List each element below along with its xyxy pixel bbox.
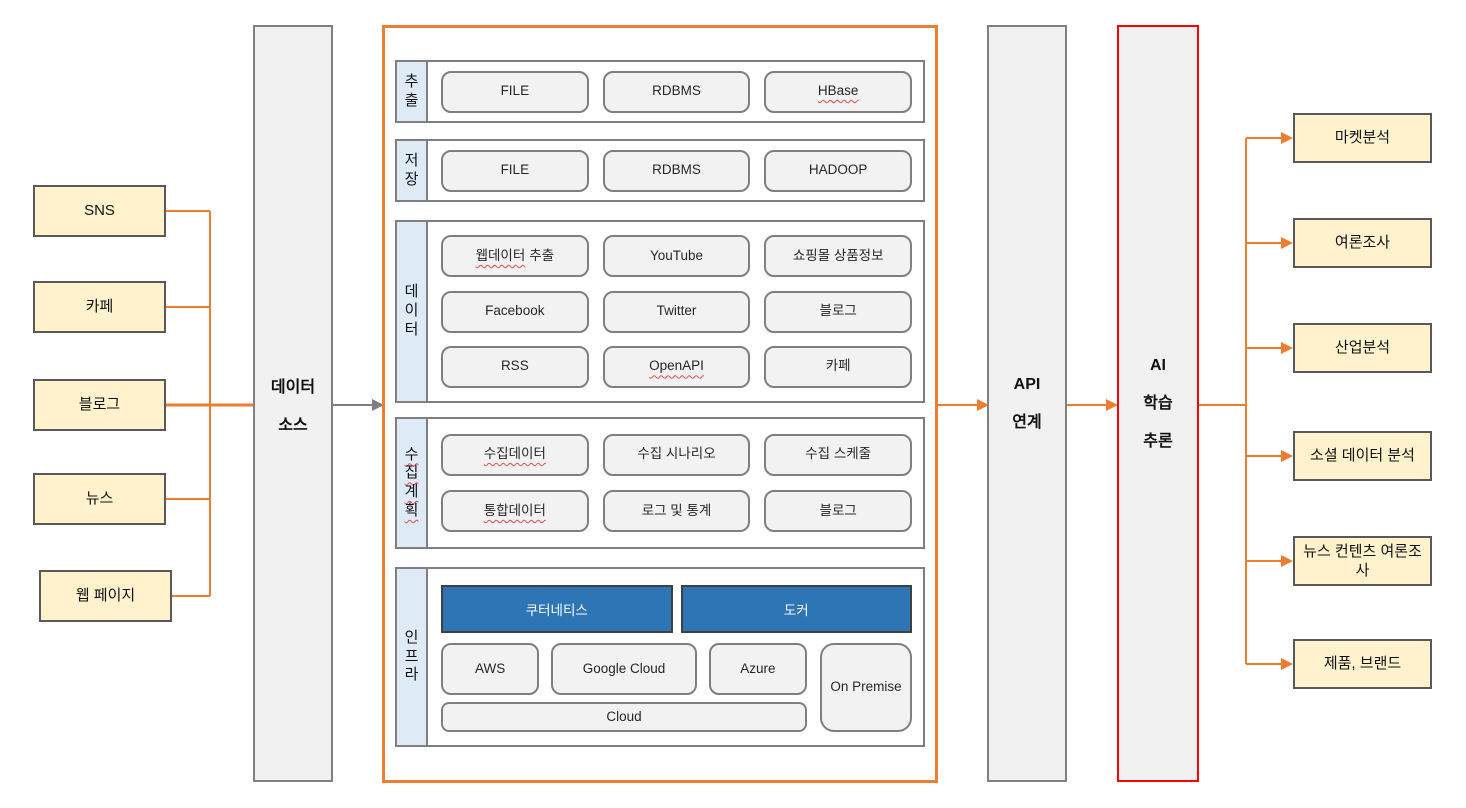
node-blog: 블로그 xyxy=(33,379,166,431)
node-opinion-poll: 여론조사 xyxy=(1293,218,1432,268)
chip-extract-hbase: HBase xyxy=(764,70,912,113)
chip-kubernetes: 쿠터네티스 xyxy=(441,585,673,633)
chip-store-file: FILE xyxy=(441,149,589,192)
ai-label-line2: 학습 xyxy=(1143,394,1173,412)
chip-collection-scenario: 수집 시나리오 xyxy=(602,433,751,476)
chip-shopping-product-info: 쇼핑몰 상품정보 xyxy=(764,235,912,278)
chip-store-hadoop: HADOOP xyxy=(764,149,912,192)
chip-web-data-extract-word1: 웹데이터 xyxy=(475,247,526,263)
chip-collected-data: 수집데이터 xyxy=(441,433,589,476)
chip-docker: 도커 xyxy=(680,585,912,633)
row-data-label: 데이터 xyxy=(397,222,428,401)
chip-on-premise: On Premise xyxy=(820,643,912,732)
collection-pipeline-frame xyxy=(382,25,938,783)
chip-facebook: Facebook xyxy=(441,290,589,333)
ai-label-line3: 추론 xyxy=(1143,432,1173,450)
row-infra: 인프라 쿠터네티스 도커 AWS Google Cloud Azure Clou… xyxy=(395,567,925,747)
column-data-source: 데이터 소스 xyxy=(253,25,333,782)
node-industry-analysis: 산업분석 xyxy=(1293,323,1432,373)
api-label-line2: 연계 xyxy=(1012,413,1042,431)
node-product-brand: 제품, 브랜드 xyxy=(1293,639,1432,689)
chip-twitter: Twitter xyxy=(602,290,751,333)
chip-collection-schedule: 수집 스케줄 xyxy=(764,433,912,476)
chip-store-rdbms: RDBMS xyxy=(602,149,751,192)
row-data: 데이터 웹데이터 추출 YouTube 쇼핑몰 상품정보 Facebook Tw… xyxy=(395,220,925,403)
node-sns: SNS xyxy=(33,185,166,237)
column-ai-learning-inference: AI 학습 추론 xyxy=(1117,25,1199,782)
column-api-link: API 연계 xyxy=(987,25,1067,782)
row-collection-plan-label: 수집계획 xyxy=(397,419,428,547)
chip-extract-rdbms: RDBMS xyxy=(602,70,751,113)
chip-extract-file: FILE xyxy=(441,70,589,113)
chip-youtube: YouTube xyxy=(602,235,751,278)
row-store: 저장 FILE RDBMS HADOOP xyxy=(395,139,925,202)
ai-label-line1: AI xyxy=(1150,356,1166,374)
node-market-analysis: 마켓분석 xyxy=(1293,113,1432,163)
row-collection-plan: 수집계획 수집데이터 수집 시나리오 수집 스케줄 통합데이터 로그 및 통계 … xyxy=(395,417,925,549)
chip-log-and-stats: 로그 및 통계 xyxy=(602,490,751,533)
chip-blog-plan: 블로그 xyxy=(764,490,912,533)
node-news-content-opinion-poll: 뉴스 컨텐츠 여론조사 xyxy=(1293,536,1432,586)
data-source-label-line2: 소스 xyxy=(278,416,308,434)
row-extract: 추출 FILE RDBMS HBase xyxy=(395,60,925,123)
chip-cafe: 카페 xyxy=(764,345,912,388)
chip-integrated-data: 통합데이터 xyxy=(441,490,589,533)
data-source-label-line1: 데이터 xyxy=(270,378,316,396)
api-label-line1: API xyxy=(1013,375,1041,393)
chip-web-data-extract-word2: 추출 xyxy=(529,247,555,263)
chip-aws: AWS xyxy=(441,643,540,695)
node-news: 뉴스 xyxy=(33,473,166,525)
chip-web-data-extract: 웹데이터 추출 xyxy=(441,235,589,278)
chip-rss: RSS xyxy=(441,345,589,388)
node-cafe: 카페 xyxy=(33,281,166,333)
chip-google-cloud: Google Cloud xyxy=(551,643,697,695)
chip-openapi: OpenAPI xyxy=(602,345,751,388)
chip-blog: 블로그 xyxy=(764,290,912,333)
row-store-label: 저장 xyxy=(397,141,428,200)
row-infra-label: 인프라 xyxy=(397,569,428,745)
chip-azure: Azure xyxy=(708,643,807,695)
node-social-data-analysis: 소셜 데이터 분석 xyxy=(1293,431,1432,481)
node-web-page: 웹 페이지 xyxy=(39,570,172,622)
chip-cloud: Cloud xyxy=(441,702,807,732)
row-extract-label: 추출 xyxy=(397,62,428,121)
